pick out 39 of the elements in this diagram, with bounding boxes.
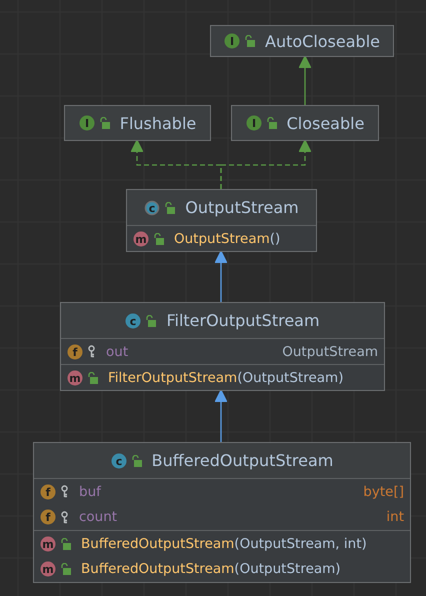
- field-icon: f: [40, 509, 56, 525]
- method-signature: BufferedOutputStream(OutputStream, int): [81, 536, 367, 552]
- method-signature: BufferedOutputStream(OutputStream): [81, 561, 341, 577]
- class-icon: c: [110, 452, 127, 468]
- class-box: [210, 25, 394, 57]
- inheritance-arrow: [214, 390, 228, 442]
- field-name: count: [79, 509, 118, 525]
- method-icon: m: [40, 536, 56, 552]
- abstract-class-icon: c: [144, 200, 160, 216]
- method-signature: FilterOutputStream(OutputStream): [108, 370, 344, 386]
- interface-icon: I: [246, 115, 262, 131]
- class-name: BufferedOutputStream: [152, 451, 334, 470]
- inheritance-arrow: [220, 140, 312, 189]
- field-type: byte[]: [363, 484, 404, 500]
- field-name: buf: [79, 484, 101, 500]
- class-box: [60, 302, 385, 391]
- class-name: FilterOutputStream: [166, 311, 320, 330]
- method-icon: m: [67, 370, 83, 386]
- class-name: OutputStream: [185, 198, 299, 217]
- field-icon: f: [40, 484, 56, 500]
- method-icon: m: [40, 561, 56, 577]
- interface-icon: I: [224, 33, 240, 49]
- class-name: AutoCloseable: [265, 32, 380, 50]
- field-icon: f: [67, 344, 83, 360]
- inheritance-arrow: [298, 56, 312, 105]
- field-type: OutputStream: [282, 344, 378, 360]
- class-box: [231, 105, 379, 141]
- method-signature: OutputStream(): [174, 230, 280, 246]
- class-box: [64, 105, 211, 141]
- field-name: out: [106, 344, 128, 360]
- inheritance-arrow: [214, 250, 228, 302]
- field-type: int: [386, 509, 404, 525]
- class-box: [33, 442, 411, 583]
- class-name: Closeable: [286, 114, 364, 132]
- class-box: [126, 189, 317, 252]
- class-icon: c: [125, 312, 142, 328]
- class-name: Flushable: [120, 114, 196, 132]
- method-icon: m: [133, 230, 149, 246]
- interface-icon: I: [78, 115, 95, 131]
